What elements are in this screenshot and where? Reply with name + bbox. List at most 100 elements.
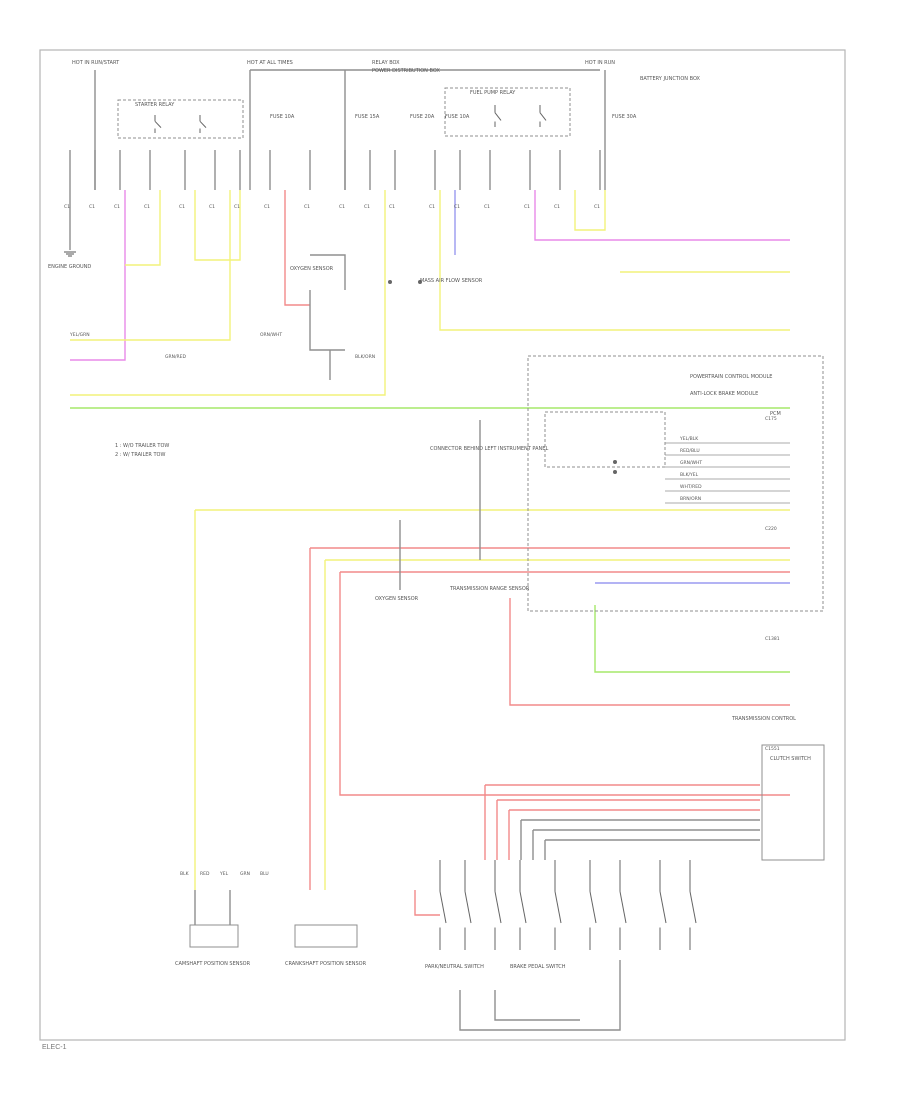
- terminal-label: C175: [765, 416, 777, 422]
- pin-wire-label: RED/BLU: [680, 448, 700, 454]
- yellow-wire-left: [70, 190, 231, 341]
- switch-icon: [494, 105, 502, 127]
- fuse-label: FUSE 15A: [355, 114, 380, 120]
- switch-blade: [659, 891, 667, 924]
- gray-wire: [309, 290, 345, 351]
- pin-wire-label: BRN/ORN: [680, 496, 701, 502]
- starter-relay-label: STARTER RELAY: [135, 102, 175, 108]
- pcm-label: PCM: [770, 411, 781, 417]
- yellow-wire: [194, 190, 241, 261]
- connector-label: C1: [64, 204, 70, 210]
- wire-color-label: GRN/RED: [165, 354, 186, 360]
- terminal-label: C220: [765, 526, 777, 532]
- red-wire: [509, 598, 790, 706]
- yellow-wire-right: [439, 190, 790, 331]
- connector-label: C1: [209, 204, 215, 210]
- red-wire: [284, 190, 310, 306]
- gray-wire: [459, 960, 621, 1031]
- oxygen-sensor-label: OXYGEN SENSOR: [290, 266, 334, 272]
- connector-label: C1: [114, 204, 120, 210]
- pin-wire-label: WHT/RED: [680, 484, 702, 490]
- connector-label: C1: [524, 204, 530, 210]
- connector-label: C1: [339, 204, 345, 210]
- top-label-relay-box: RELAY BOX: [372, 60, 400, 66]
- park-neutral-switch-label: PARK/NEUTRAL SWITCH: [425, 964, 484, 970]
- connector-label: C1: [454, 204, 460, 210]
- switch-blade: [519, 891, 527, 924]
- gray-wire: [494, 990, 580, 1021]
- switch-icon: [464, 860, 472, 950]
- pin-wire-label: GRN/WHT: [680, 460, 702, 466]
- engine-ground-label: ENGINE GROUND: [48, 264, 91, 270]
- ground-icon: [64, 251, 76, 257]
- clutch-module-box: [761, 744, 825, 861]
- pin-color-label: RED: [200, 871, 210, 877]
- fuel-pump-relay-label: FUEL PUMP RELAY: [470, 90, 516, 96]
- switch-blade: [494, 112, 502, 121]
- red-wire: [414, 890, 440, 916]
- pin-color-label: YEL: [219, 871, 229, 877]
- pink-wire-left: [70, 190, 126, 361]
- fuse-label: FUSE 10A: [445, 114, 470, 120]
- wire-color-label: ORN/WHT: [260, 332, 282, 338]
- connector-icon: [388, 280, 392, 284]
- starter-relay-box: [117, 99, 244, 139]
- wire-layer: [69, 69, 790, 1031]
- switch-icon: [494, 860, 502, 950]
- switch-blade: [539, 112, 547, 121]
- transmission-control-label: TRANSMISSION CONTROL: [731, 716, 796, 722]
- switch-blade: [689, 891, 697, 924]
- connector-icon: [613, 460, 617, 464]
- yellow-wire: [574, 190, 606, 231]
- page-number: ELEC-1: [42, 1044, 67, 1051]
- sensor-label-middle: OXYGEN SENSOR: [375, 596, 419, 602]
- pin-color-label: BLU: [260, 871, 269, 877]
- fuel-pump-relay-box: [444, 87, 571, 137]
- red-wire: [339, 572, 790, 796]
- switch-icon: [659, 860, 667, 950]
- switch-icon: [154, 115, 162, 133]
- connector-label: C1: [594, 204, 600, 210]
- pink-wire-right: [534, 190, 790, 241]
- connector-icon: [418, 280, 422, 284]
- switch-icon: [539, 105, 547, 127]
- switch-blade: [439, 891, 447, 924]
- connector-label: C1: [144, 204, 150, 210]
- pin-color-label: GRN: [240, 871, 250, 877]
- maf-sensor-label: MASS AIR FLOW SENSOR: [420, 278, 483, 284]
- top-label-battery-junction: BATTERY JUNCTION BOX: [640, 76, 701, 82]
- green-wire: [594, 605, 790, 673]
- top-label-hot-at-all-times: HOT AT ALL TIMES: [247, 60, 293, 66]
- crankshaft-sensor-box: [294, 924, 358, 948]
- switch-blade: [589, 891, 597, 924]
- wire-color-label: BLK/ORN: [355, 354, 375, 360]
- pin-wire-label: YEL/BLK: [679, 436, 699, 442]
- switch-blade: [494, 891, 502, 924]
- inner-module-box: [544, 411, 666, 468]
- connector-label: C1: [179, 204, 185, 210]
- switch-icon: [689, 860, 697, 950]
- connector-label: C1: [89, 204, 95, 210]
- connector-label: C1: [264, 204, 270, 210]
- page-frame: [39, 49, 846, 1041]
- pin-color-label: BLK: [180, 871, 190, 877]
- pcm-label-top: POWERTRAIN CONTROL MODULE: [690, 374, 772, 380]
- switch-blade: [154, 120, 162, 128]
- terminal-label: C1551: [765, 746, 780, 752]
- brake-pedal-switch-label: BRAKE PEDAL SWITCH: [510, 964, 566, 970]
- switch-blade: [619, 891, 627, 924]
- crankshaft-sensor-label: CRANKSHAFT POSITION SENSOR: [285, 961, 367, 967]
- fuse-label: FUSE 10A: [270, 114, 295, 120]
- connector-icon: [613, 470, 617, 474]
- top-label-power-distribution: POWER DISTRIBUTION BOX: [372, 68, 440, 74]
- connector-label: C1: [554, 204, 560, 210]
- connector-label: C1: [234, 204, 240, 210]
- trailer-note-1: 1 : W/O TRAILER TOW: [115, 443, 169, 449]
- camshaft-sensor-box: [189, 924, 239, 948]
- switch-icon: [554, 860, 562, 950]
- switch-icon: [619, 860, 627, 950]
- wire-color-label: YEL/GRN: [69, 332, 90, 338]
- connector-label: C1: [304, 204, 310, 210]
